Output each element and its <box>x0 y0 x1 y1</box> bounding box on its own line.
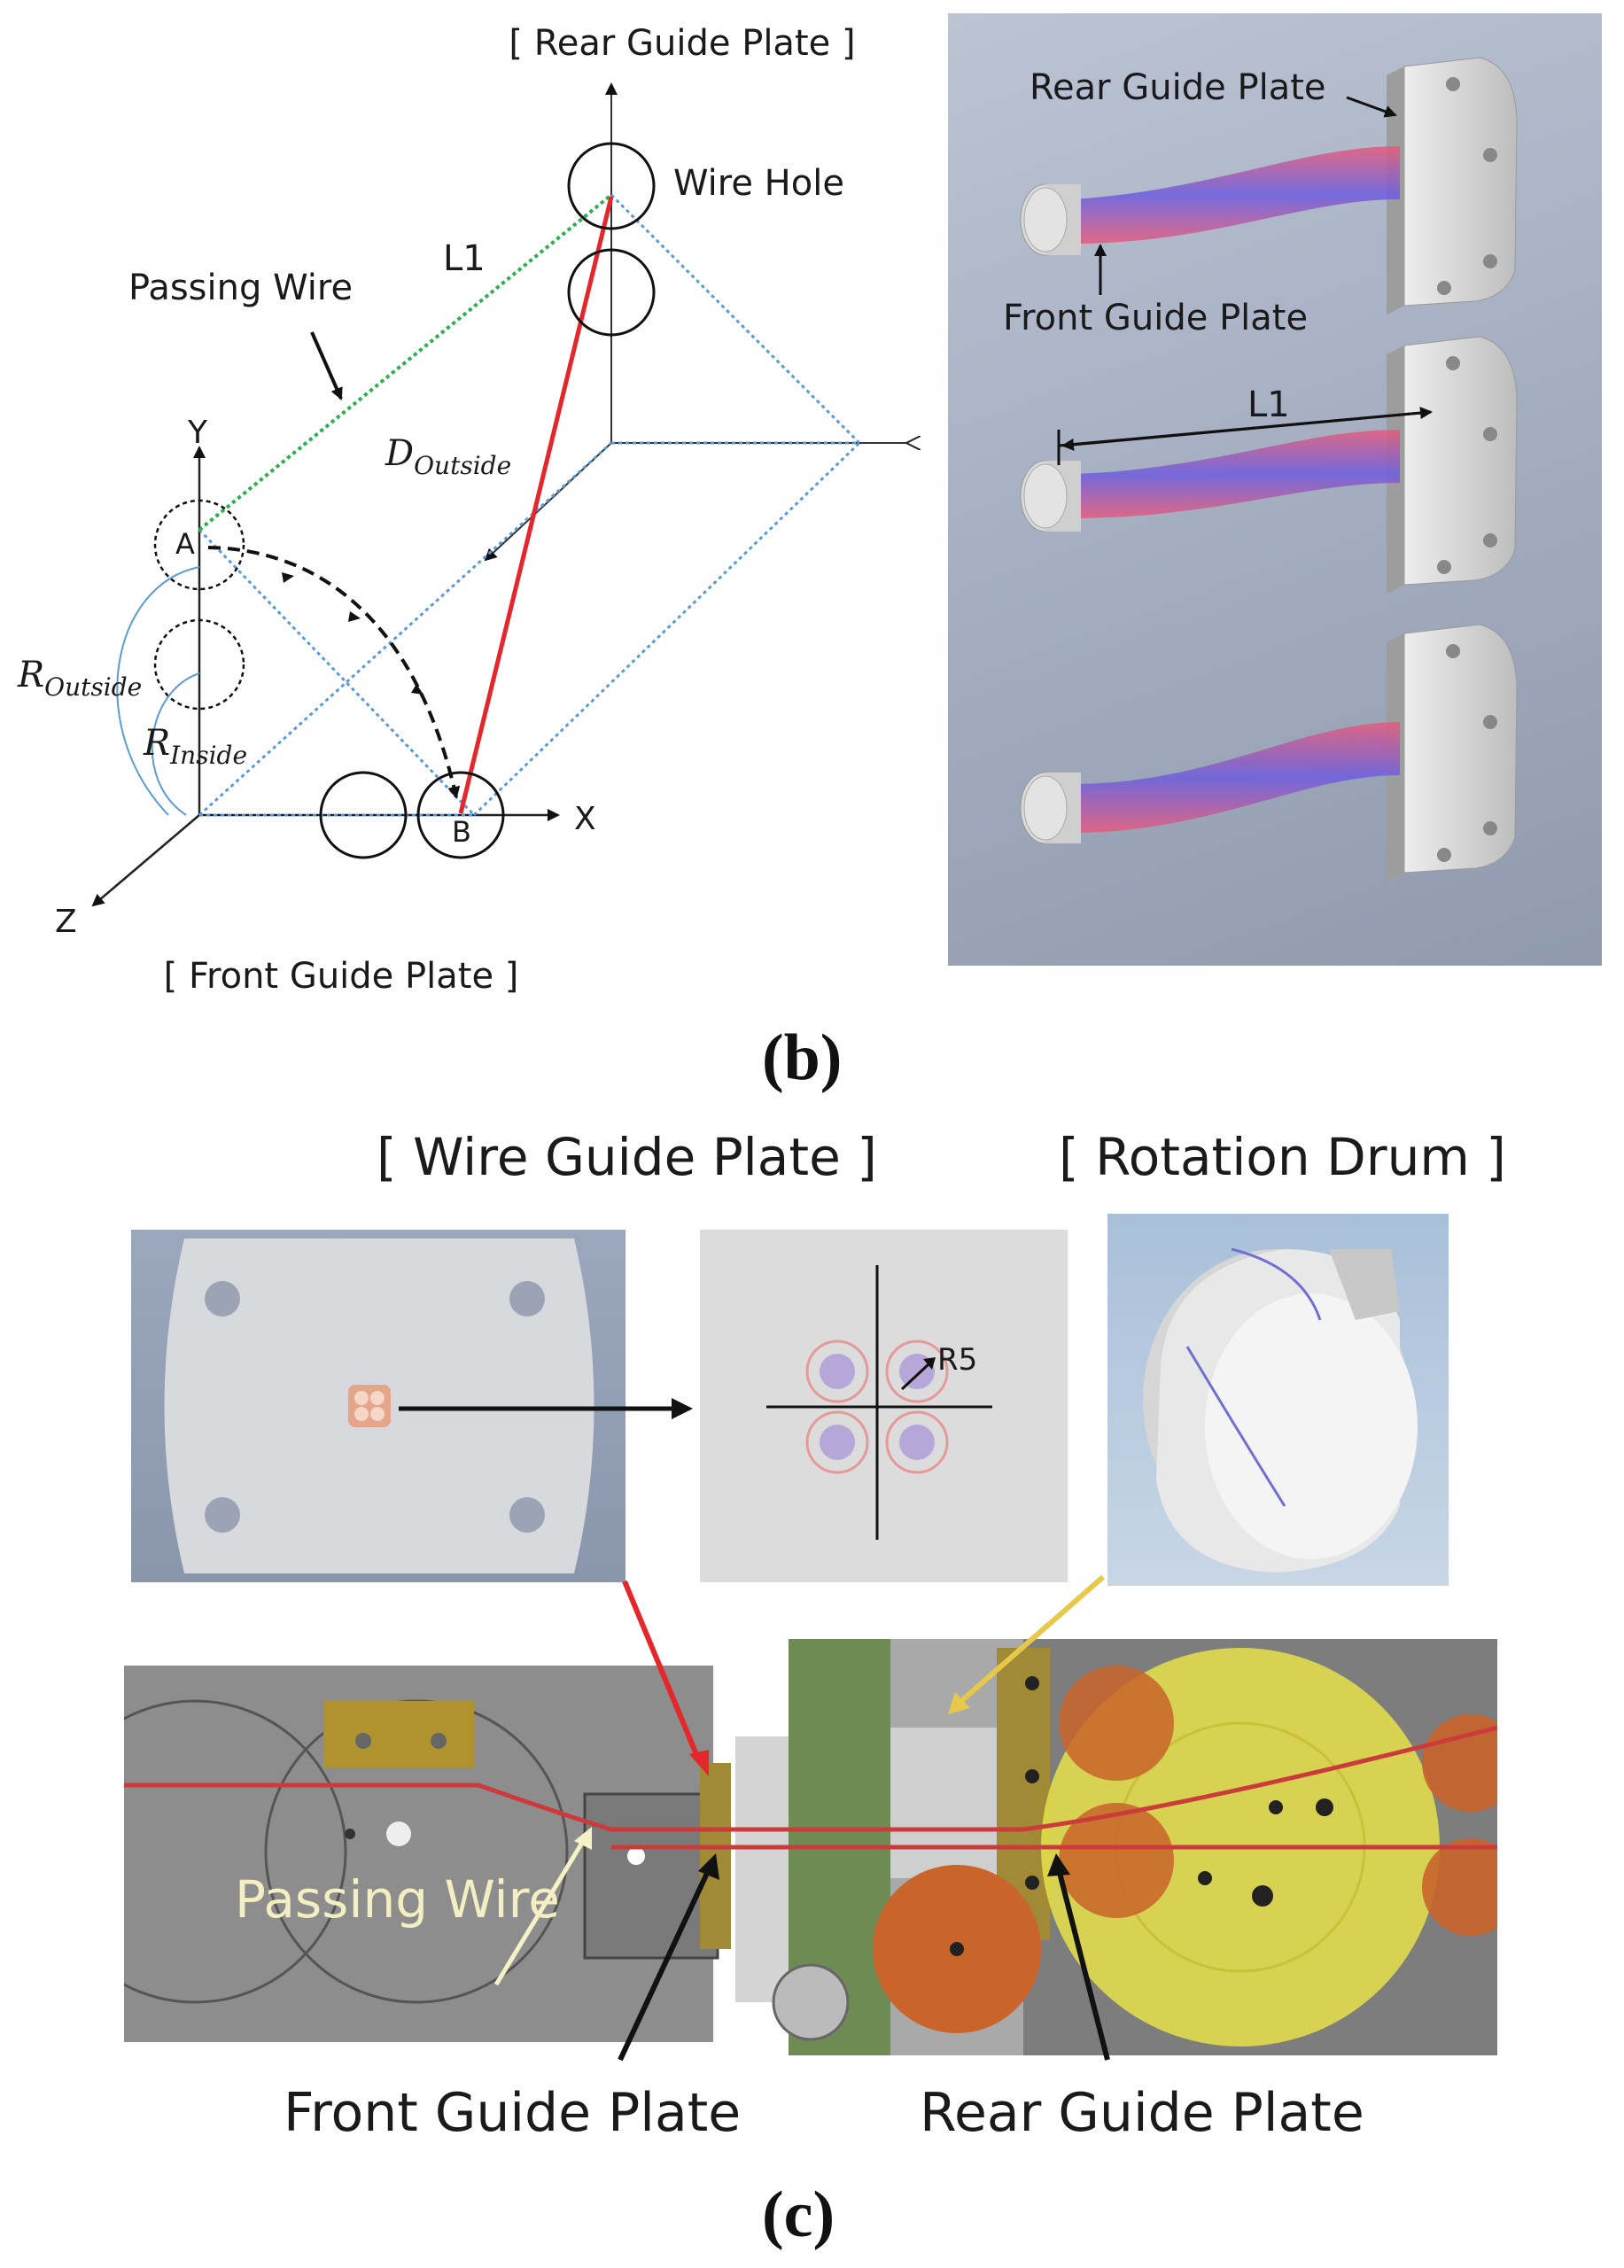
red-wire <box>458 196 614 814</box>
photo-passing-wire-label: Passing Wire <box>235 1869 560 1930</box>
point-b-label: B <box>452 815 471 849</box>
wire-guide-plate-image <box>131 1230 626 1582</box>
wire-hole-label: Wire Hole <box>673 163 844 204</box>
render-rear-label: Rear Guide Plate <box>1030 67 1326 108</box>
assembly-1 <box>1020 57 1518 315</box>
wire-guide-plate-title: [ Wire Guide Plate ] <box>377 1127 877 1187</box>
r-inside-arc <box>151 672 200 816</box>
passing-wire-label: Passing Wire <box>128 268 353 308</box>
render-front-label: Front Guide Plate <box>1003 298 1308 338</box>
panel-b-letter: (b) <box>762 1021 843 1094</box>
assembly-3 <box>1020 624 1518 882</box>
assembly-2 <box>1020 336 1518 594</box>
wire-path-schematic: [ Rear Guide Plate ] Wire Hole L1 Passin… <box>17 23 939 997</box>
detail-arrow <box>399 1398 693 1419</box>
rear-plate-pointer <box>1346 96 1397 118</box>
render-scene: Rear Guide Plate Front Guide Plate L1 <box>1003 57 1518 882</box>
r-outside-label: ROutside <box>17 655 142 702</box>
r-outside-arc <box>116 566 200 816</box>
rear-guide-plate-title: [ Rear Guide Plate ] <box>509 23 855 64</box>
z-axis <box>91 814 200 907</box>
z-axis-label: Z <box>55 904 77 940</box>
machine-photo <box>43 1630 1519 2055</box>
rotation-drum-title: [ Rotation Drum ] <box>1059 1127 1506 1187</box>
d-outside-label: DOutside <box>385 433 511 480</box>
y-axis-label: Y <box>187 415 208 451</box>
render-panel: Rear Guide Plate Front Guide Plate L1 <box>948 13 1602 966</box>
pointer-lines <box>493 1574 1110 2062</box>
rotation-path <box>207 546 461 799</box>
r-inside-label: RInside <box>143 723 247 770</box>
hole-b <box>416 771 505 859</box>
passing-wire-line <box>198 193 613 532</box>
hole-a <box>153 499 245 591</box>
rotation-drum-image <box>1107 1214 1449 1586</box>
panel-b: [ Rear Guide Plate ] Wire Hole L1 Passin… <box>0 0 1624 1099</box>
x-axis-label: X <box>574 801 596 837</box>
hole-a-lower <box>153 618 245 711</box>
l1-label: L1 <box>443 238 486 279</box>
hole-b-left <box>319 771 408 859</box>
wire-guide-detail-image: R5 <box>700 1230 1068 1582</box>
r5-label: R5 <box>937 1342 977 1378</box>
passing-wire-pointer <box>310 331 343 400</box>
panel-c: [ Wire Guide Plate ] [ Rotation Drum ] R… <box>0 1099 1624 2268</box>
wire-hole-second <box>567 248 656 337</box>
front-guide-plate-title: [ Front Guide Plate ] <box>164 956 519 997</box>
wire-hole-top <box>567 142 656 230</box>
render-l1-label: L1 <box>1247 384 1290 425</box>
front-guide-plate-label: Front Guide Plate <box>284 2082 742 2144</box>
point-a-label: A <box>175 527 195 561</box>
panel-c-letter: (c) <box>762 2179 835 2251</box>
rear-guide-plate-label: Rear Guide Plate <box>920 2082 1364 2144</box>
